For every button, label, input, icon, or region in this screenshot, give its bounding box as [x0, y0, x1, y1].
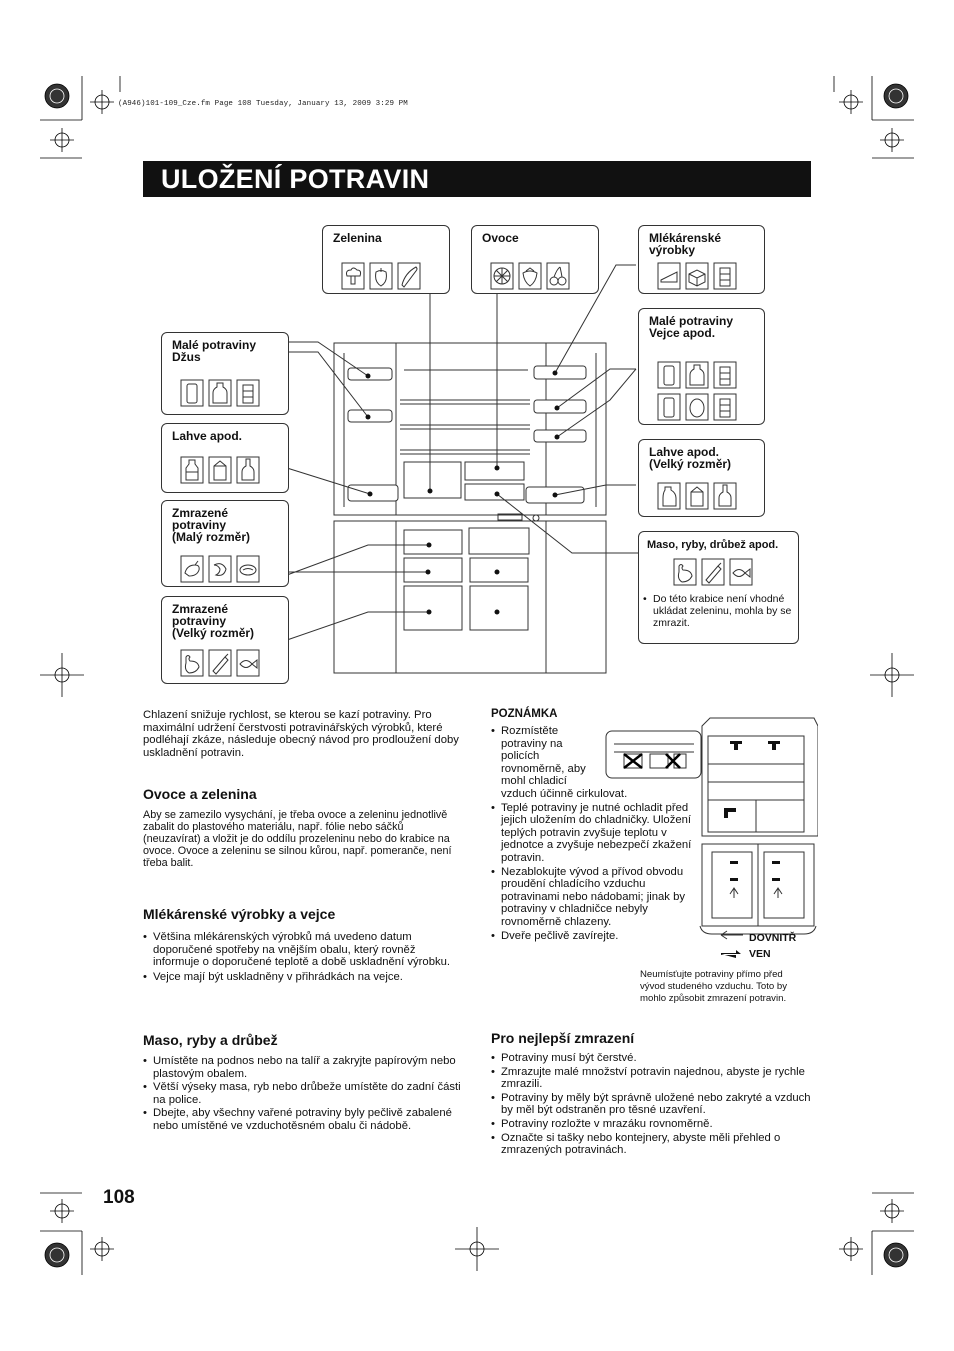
milk-carton-icon — [208, 456, 232, 484]
jar-icon — [685, 361, 709, 389]
can-icon — [180, 379, 204, 407]
list-item: Většina mlékárenských výrobků má uvedeno… — [143, 931, 453, 969]
list-item: Nezablokujte vývod a přívod obvodu proud… — [491, 866, 701, 929]
jar-icon — [208, 379, 232, 407]
label-ovoce: Ovoce — [482, 231, 519, 245]
broccoli-icon — [341, 262, 365, 290]
cheese-icon — [657, 262, 681, 290]
carton-icon — [713, 393, 737, 421]
intro-text: Chlazení snižuje rychlost, se kterou se … — [143, 709, 459, 759]
label-male-vejce: Malé potraviny Vejce apod. — [649, 314, 734, 340]
heading-maso: Maso, ryby a drůbež — [143, 1032, 278, 1048]
chicken-icon — [180, 649, 204, 677]
left-door — [333, 342, 397, 516]
orange-slice-icon — [490, 262, 514, 290]
list-item: Vejce mají být uskladněny v přihrádkách … — [143, 971, 453, 984]
list-item: Dbejte, aby všechny vařené potraviny byl… — [143, 1107, 461, 1132]
bottle-icon — [180, 456, 204, 484]
carton-icon — [236, 379, 260, 407]
yogurt-pack-icon — [713, 262, 737, 290]
label-zmrazene-velky: Zmrazené potraviny (Velký rozměr) — [172, 602, 255, 640]
list-item: Označte si tašky nebo kontejnery, abyste… — [491, 1132, 811, 1157]
label-box-male-dzus: Malé potraviny Džus — [161, 332, 289, 415]
airflow-caption: Neumísťujte potraviny přímo před vývod s… — [640, 969, 788, 1004]
mlekarenske-list: Většina mlékárenských výrobků má uvedeno… — [143, 931, 453, 983]
milk-carton-icon — [685, 482, 709, 510]
can-icon — [657, 361, 681, 389]
ovoce-zelenina-text: Aby se zamezilo vysychání, je třeba ovoc… — [143, 809, 452, 869]
print-header: (A946)101-109_Cze.fm Page 108 Tuesday, J… — [118, 100, 408, 108]
title-bar: ULOŽENÍ POTRAVIN — [143, 161, 811, 197]
label-box-male-vejce: Malé potraviny Vejce apod. — [638, 308, 765, 425]
meat-cut-icon — [701, 558, 725, 586]
cherry-icon — [546, 262, 570, 290]
fridge-diagram — [286, 264, 642, 674]
label-mlekarenske: Mlékárenské výrobky — [649, 231, 722, 257]
label-lahve-velky: Lahve apod. (Velký rozměr) — [649, 445, 732, 471]
list-item: Dveře pečlivě zavírejte. — [491, 930, 701, 943]
jug-icon — [657, 482, 681, 510]
can-icon — [657, 393, 681, 421]
poznamka-list: Rozmístěte potraviny na policích rovnomě… — [491, 725, 701, 942]
list-item: Teplé potraviny je nutné ochladit před j… — [491, 802, 701, 865]
legend-ven: VEN — [749, 948, 771, 960]
heading-zmrazeni: Pro nejlepší zmrazení — [491, 1030, 635, 1046]
heading-poznamka: POZNÁMKA — [491, 708, 558, 720]
strawberry-icon — [518, 262, 542, 290]
page-title: ULOŽENÍ POTRAVIN — [161, 164, 430, 194]
airflow-diagram — [605, 717, 818, 958]
fish-icon — [729, 558, 753, 586]
fish-fillet-icon — [236, 555, 260, 583]
zmrazeni-list: Potraviny musí být čerstvé. Zmrazujte ma… — [491, 1052, 811, 1157]
chicken-icon — [673, 558, 697, 586]
right-door — [545, 342, 607, 516]
list-item: Potraviny musí být čerstvé. — [491, 1052, 811, 1065]
label-box-lahve: Lahve apod. — [161, 423, 289, 493]
carton-icon — [713, 361, 737, 389]
cucumber-icon — [397, 262, 421, 290]
label-box-lahve-velky: Lahve apod. (Velký rozměr) — [638, 439, 765, 517]
label-box-maso: Maso, ryby, drůbež apod. Do této krabice… — [638, 531, 799, 644]
label-box-mlekarenske: Mlékárenské výrobky — [638, 225, 765, 294]
wine-bottle-icon — [713, 482, 737, 510]
list-item: Potraviny by měly být správně uložené ne… — [491, 1092, 811, 1117]
butter-icon — [685, 262, 709, 290]
poultry-icon — [180, 555, 204, 583]
label-zmrazene-maly: Zmrazené potraviny (Malý rozměr) — [172, 506, 251, 544]
heading-mlekarenske: Mlékárenské výrobky a vejce — [143, 906, 336, 922]
list-item: Větší výseky masa, ryb nebo drůbeže umís… — [143, 1081, 461, 1106]
maso-list: Umístěte na podnos nebo na talíř a zakry… — [143, 1055, 461, 1133]
label-box-zelenina: Zelenina — [322, 225, 450, 294]
list-item: Rozmístěte potraviny na policích rovnomě… — [491, 725, 701, 801]
list-item: Umístěte na podnos nebo na talíř a zakry… — [143, 1055, 461, 1080]
fish-icon — [236, 649, 260, 677]
legend-dovnitr: DOVNITŘ — [749, 932, 797, 944]
heading-ovoce-zelenina: Ovoce a zelenina — [143, 786, 257, 802]
wine-bottle-icon — [236, 456, 260, 484]
list-item: Potraviny rozložte v mrazáku rovnoměrně. — [491, 1118, 811, 1131]
label-box-ovoce: Ovoce — [471, 225, 599, 294]
label-box-zmrazene-velky: Zmrazené potraviny (Velký rozměr) — [161, 596, 289, 684]
label-maso: Maso, ryby, drůbež apod. — [647, 539, 779, 551]
label-lahve: Lahve apod. — [172, 429, 243, 443]
shrimp-icon — [208, 555, 232, 583]
egg-icon — [685, 393, 709, 421]
label-zelenina: Zelenina — [333, 231, 382, 245]
maso-note: Do této krabice není vhodné ukládat zele… — [643, 593, 793, 629]
pepper-icon — [369, 262, 393, 290]
list-item: Zmrazujte malé množství potravin najedno… — [491, 1066, 811, 1091]
label-male-dzus: Malé potraviny Džus — [172, 338, 257, 364]
page-number: 108 — [103, 1187, 135, 1208]
label-box-zmrazene-maly: Zmrazené potraviny (Malý rozměr) — [161, 500, 289, 587]
meat-cut-icon — [208, 649, 232, 677]
